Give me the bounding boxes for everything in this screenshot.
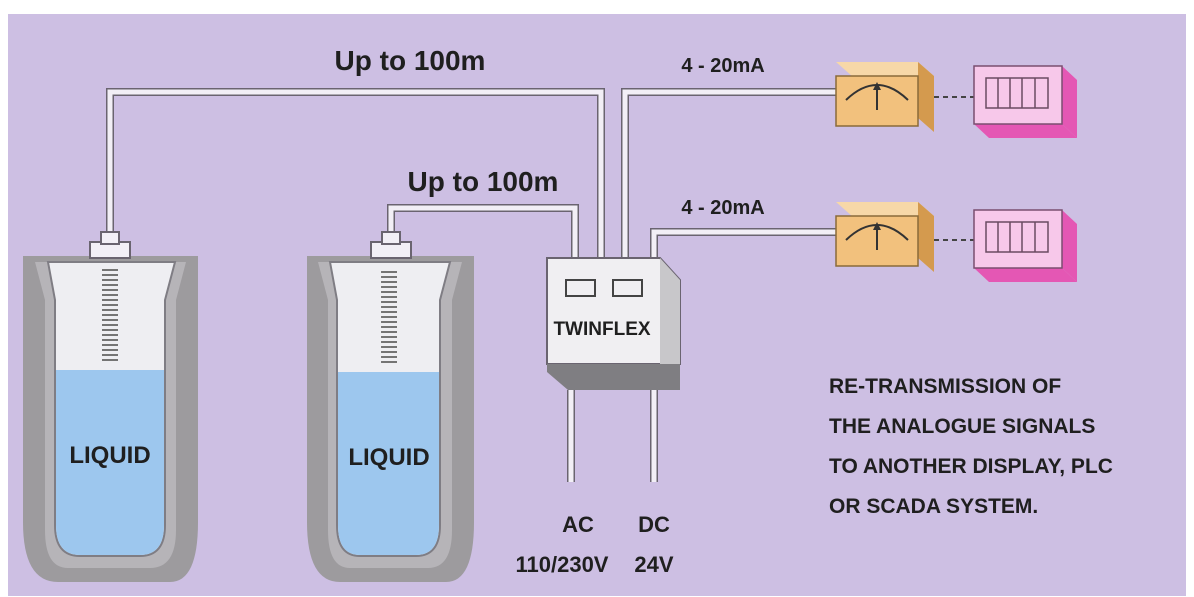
twinflex-controller: TWINFLEX <box>546 257 681 390</box>
power-dc-value: 24V <box>634 552 673 577</box>
display-2-face <box>973 209 1063 269</box>
tank-2-level-scale <box>381 271 397 363</box>
twinflex-bottom <box>547 364 680 390</box>
signal-label-2: 4 - 20mA <box>681 197 764 219</box>
twinflex-label: TWINFLEX <box>553 319 650 340</box>
cable-long <box>106 88 605 258</box>
digital-display-icon <box>973 65 1077 138</box>
note: RE-TRANSMISSION OF THE ANALOGUE SIGNALS … <box>829 375 1113 518</box>
display-1-face <box>973 65 1063 125</box>
power-ac-label: AC <box>562 512 594 537</box>
twinflex-side <box>660 258 680 390</box>
gauge-icon <box>835 62 934 132</box>
tank-2: LIQUID <box>307 231 474 582</box>
cable-label-short: Up to 100m <box>408 166 559 197</box>
tank-1-sensor-cap <box>100 231 120 245</box>
signal-cable-1 <box>621 88 836 258</box>
output-2 <box>835 202 1077 282</box>
tank-2-label: LIQUID <box>348 444 429 471</box>
tank-1: LIQUID <box>23 231 198 582</box>
cable-label-long: Up to 100m <box>335 45 486 76</box>
tank-1-label: LIQUID <box>69 442 150 469</box>
cable-short <box>387 204 579 258</box>
tank-1-liquid <box>56 370 164 555</box>
twinflex-window-left <box>565 279 596 297</box>
tank-2-sensor-cap <box>381 231 401 245</box>
note-line-1: RE-TRANSMISSION OF <box>829 375 1061 398</box>
note-line-3: TO ANOTHER DISPLAY, PLC <box>829 455 1113 478</box>
power-dc-label: DC <box>638 512 670 537</box>
twinflex-window-right <box>612 279 643 297</box>
tank-2-liquid <box>338 372 439 555</box>
gauge-icon <box>835 202 934 272</box>
signal-label-1: 4 - 20mA <box>681 55 764 77</box>
digital-display-icon <box>973 209 1077 282</box>
power-ac-value: 110/230V <box>516 552 609 577</box>
note-line-4: OR SCADA SYSTEM. <box>829 495 1038 518</box>
output-1 <box>835 62 1077 138</box>
note-line-2: THE ANALOGUE SIGNALS <box>829 415 1095 438</box>
signal-cable-2 <box>650 228 836 258</box>
tank-1-level-scale <box>102 269 118 361</box>
